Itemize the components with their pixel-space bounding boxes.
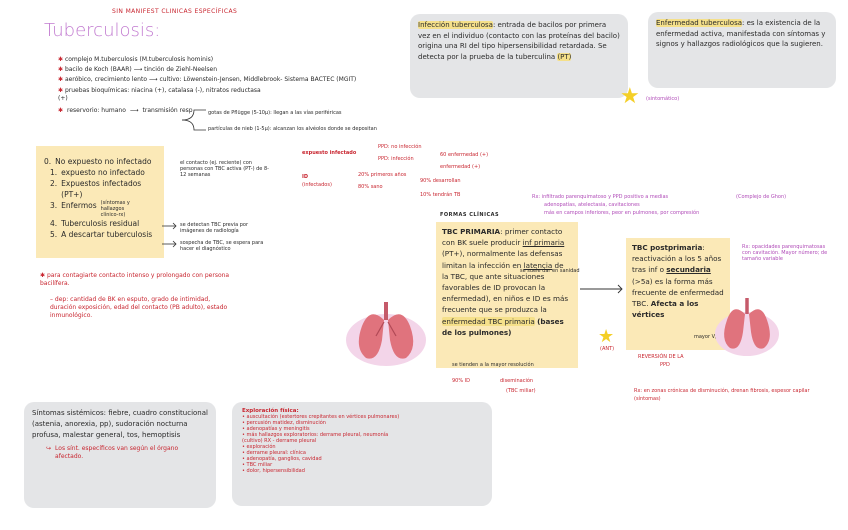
primaria-box: TBC PRIMARIA: primer contacto con BK sue…	[436, 222, 578, 368]
star-ant-note: (ANT)	[600, 346, 615, 352]
classification-box: 0.No expuesto no infectado 1.expuesto no…	[36, 146, 164, 258]
class-arrows	[162, 222, 177, 248]
exploracion-line-8: • TBC miliar	[242, 462, 273, 468]
lungs-illustration-right	[715, 298, 779, 356]
exploracion-line-9: • dolor, hipersensibilidad	[242, 468, 305, 474]
exploracion-line-6: • derrame pleural: clínica	[242, 450, 306, 456]
expuesto-a3: 60 enfermedad (+)	[440, 152, 489, 158]
expuesto-b0: (infectados)	[302, 182, 332, 188]
contagio-head: ✱ para contagiarte contacto intenso y pr…	[40, 272, 230, 287]
enfermedad-box: Enfermedad tuberculosa: es la existencia…	[648, 12, 836, 88]
expuesto-b1: 20% primeros años	[358, 172, 407, 178]
exploracion-line-7: • adenopatía, ganglios, cavidad	[242, 456, 322, 462]
bullet-3: ✱ aeróbico, crecimiento lento ⟶ cultivo:…	[58, 76, 357, 83]
class-note-2: se detectan TBC previa por imágenes de r…	[180, 222, 249, 234]
sintomas-text: Síntomas sistémicos: fiebre, cuadro cons…	[32, 409, 208, 439]
expuesto-b4: 10% tendrán TB	[420, 192, 461, 198]
exploracion-title: Exploración física:	[242, 408, 299, 414]
bullets-block: ✱ complejo M.tuberculosis (M.tuberculosi…	[58, 56, 388, 115]
class-note-3: sospecha de TBC, se espera para hacer el…	[180, 240, 264, 252]
enfermedad-term: Enfermedad tuberculosa	[656, 19, 743, 27]
sintomas-box: Síntomas sistémicos: fiebre, cuadro cons…	[24, 402, 216, 508]
class-item-3: 3.Enfermos(síntomas y hallazgos clínico-…	[50, 200, 156, 218]
bullet-2: ✱ bacilo de Koch (BAAR) ⟶ tinción de Zie…	[58, 66, 217, 73]
title-annotation: SIN MANIFEST CLINICAS ESPECÍFICAS	[112, 8, 238, 15]
class-item-5: 5.A descartar tuberculosis	[50, 230, 153, 239]
formas-note-1: Rx: infiltrado parenquimatoso y PPD posi…	[532, 194, 669, 200]
contagio-dep: – dep: cantidad de BK en esputo, grado d…	[50, 296, 228, 319]
bullet-5: ✱ reservorio: humano⟶transmisión resp	[58, 107, 193, 114]
sintomatico-note: (sintomático)	[646, 96, 680, 102]
bullet-4: ✱ pruebas bioquímicas: niacina (+), cata…	[58, 87, 261, 102]
primaria-highlight-3: enfermedad TBC primaria	[442, 316, 535, 326]
class-note-1: el contacto (ej. reciente) con personas …	[180, 160, 269, 178]
sintomas-red-note: Los sínt. específicos van según el órgan…	[55, 445, 179, 460]
expuesto-a: expuesto infectado	[302, 150, 357, 156]
lungs-illustration-left	[346, 302, 426, 366]
expuesto-a2: PPD: infección	[378, 156, 414, 162]
bullet-5-branch-2: partículas de nieb (1-5µ): alcanzan los …	[208, 126, 377, 132]
postprimaria-mayor-note: mayor V/Q	[694, 334, 721, 340]
enfermos-note: (síntomas y hallazgos clínico-rx)	[100, 200, 130, 218]
exploracion-line-0: • auscultación (estertores crepitantes e…	[242, 414, 400, 420]
postprimaria-rx-note: Rx: opacidades parenquimatosas con cavit…	[742, 244, 828, 262]
exploracion-line-2: • adenopatías y meningitis	[242, 426, 310, 432]
infeccion-pt: (PT)	[557, 52, 572, 61]
expuesto-b: ID	[302, 174, 309, 180]
bullet-1: ✱ complejo M.tuberculosis (M.tuberculosi…	[58, 56, 214, 63]
postprimaria-box: TBC postprimaria: reactivación a los 5 a…	[626, 238, 730, 350]
exploracion-line-1: • percusión matidez, disminución	[242, 420, 326, 426]
primaria-to-postprimaria-arrow	[580, 284, 623, 294]
primaria-highlight-2: latencia	[523, 260, 553, 270]
postprimaria-highlight-1: secundaria	[666, 265, 711, 275]
primaria-side-note: se suele dar en sanidad	[520, 268, 580, 274]
expuesto-a4: enfermedad (+)	[440, 164, 481, 170]
enfermedad-text: : es la existencia de la enfermedad acti…	[656, 19, 826, 48]
star-icon-2: ★	[598, 326, 615, 347]
primaria-highlight-1: inf primaria	[522, 238, 565, 248]
formas-note-3: adenopatías, atelectasia, cavitaciones	[544, 202, 640, 208]
primaria-title: TBC PRIMARIA	[442, 227, 501, 236]
branch-arrows	[181, 109, 206, 131]
formas-note-2: (Complejo de Ghon)	[736, 194, 787, 200]
class-item-4: 4.Tuberculosis residual	[50, 219, 140, 228]
postprimaria-revers-2: PPD	[660, 362, 670, 368]
postprimaria-title: TBC postprimaria	[632, 243, 703, 252]
bullet-5-branch-1: gotas de Pflügge (5-10µ): llegan a las v…	[208, 110, 342, 116]
infeccion-text: : entrada de bacilos por primera vez en …	[418, 21, 620, 61]
primaria-red-a: 90% ID	[452, 378, 471, 384]
exploracion-line-3: • más hallazgos exploratorios: derrame p…	[242, 432, 389, 438]
postprimaria-revers: REVERSIÓN DE LA	[638, 354, 684, 360]
postprimaria-highlight-2: Afecta a los vértices	[632, 299, 699, 320]
primaria-red-c: (TBC miliar)	[506, 388, 536, 394]
infeccion-term: Infección tuberculosa	[418, 21, 493, 29]
infeccion-box: Infección tuberculosa: entrada de bacilo…	[410, 14, 628, 98]
expuesto-b3: 90% desarrollan	[420, 178, 461, 184]
expuesto-b2: 80% sano	[358, 184, 383, 190]
page-title: Tuberculosis:	[44, 20, 161, 41]
class-item-1: 1.expuesto no infectado	[50, 168, 145, 177]
exploracion-line-4: (cultivo) RX - derrame pleural	[242, 438, 317, 444]
formas-note-4: más en campos inferiores, peor en pulmon…	[544, 210, 700, 216]
postprimaria-ry-note: Rx: en zonas crónicas de disminución, dr…	[634, 388, 810, 394]
primaria-red-b: diseminación	[500, 378, 534, 384]
class-item-2: 2.Expuestos infectados (PT+)	[50, 179, 142, 199]
class-item-0: 0.No expuesto no infectado	[44, 157, 152, 166]
star-icon: ★	[620, 84, 640, 109]
formas-label: FORMAS CLÍNICAS	[440, 212, 500, 218]
postprimaria-ry2-note: (síntomas)	[634, 396, 661, 402]
expuesto-a1: PPD: no infección	[378, 144, 422, 150]
exploracion-line-5: • exploración	[242, 444, 276, 450]
exploracion-box: Exploración física: • auscultación (este…	[232, 402, 492, 506]
primaria-bottom-note: se tienden a la mayor resolución	[452, 362, 534, 368]
